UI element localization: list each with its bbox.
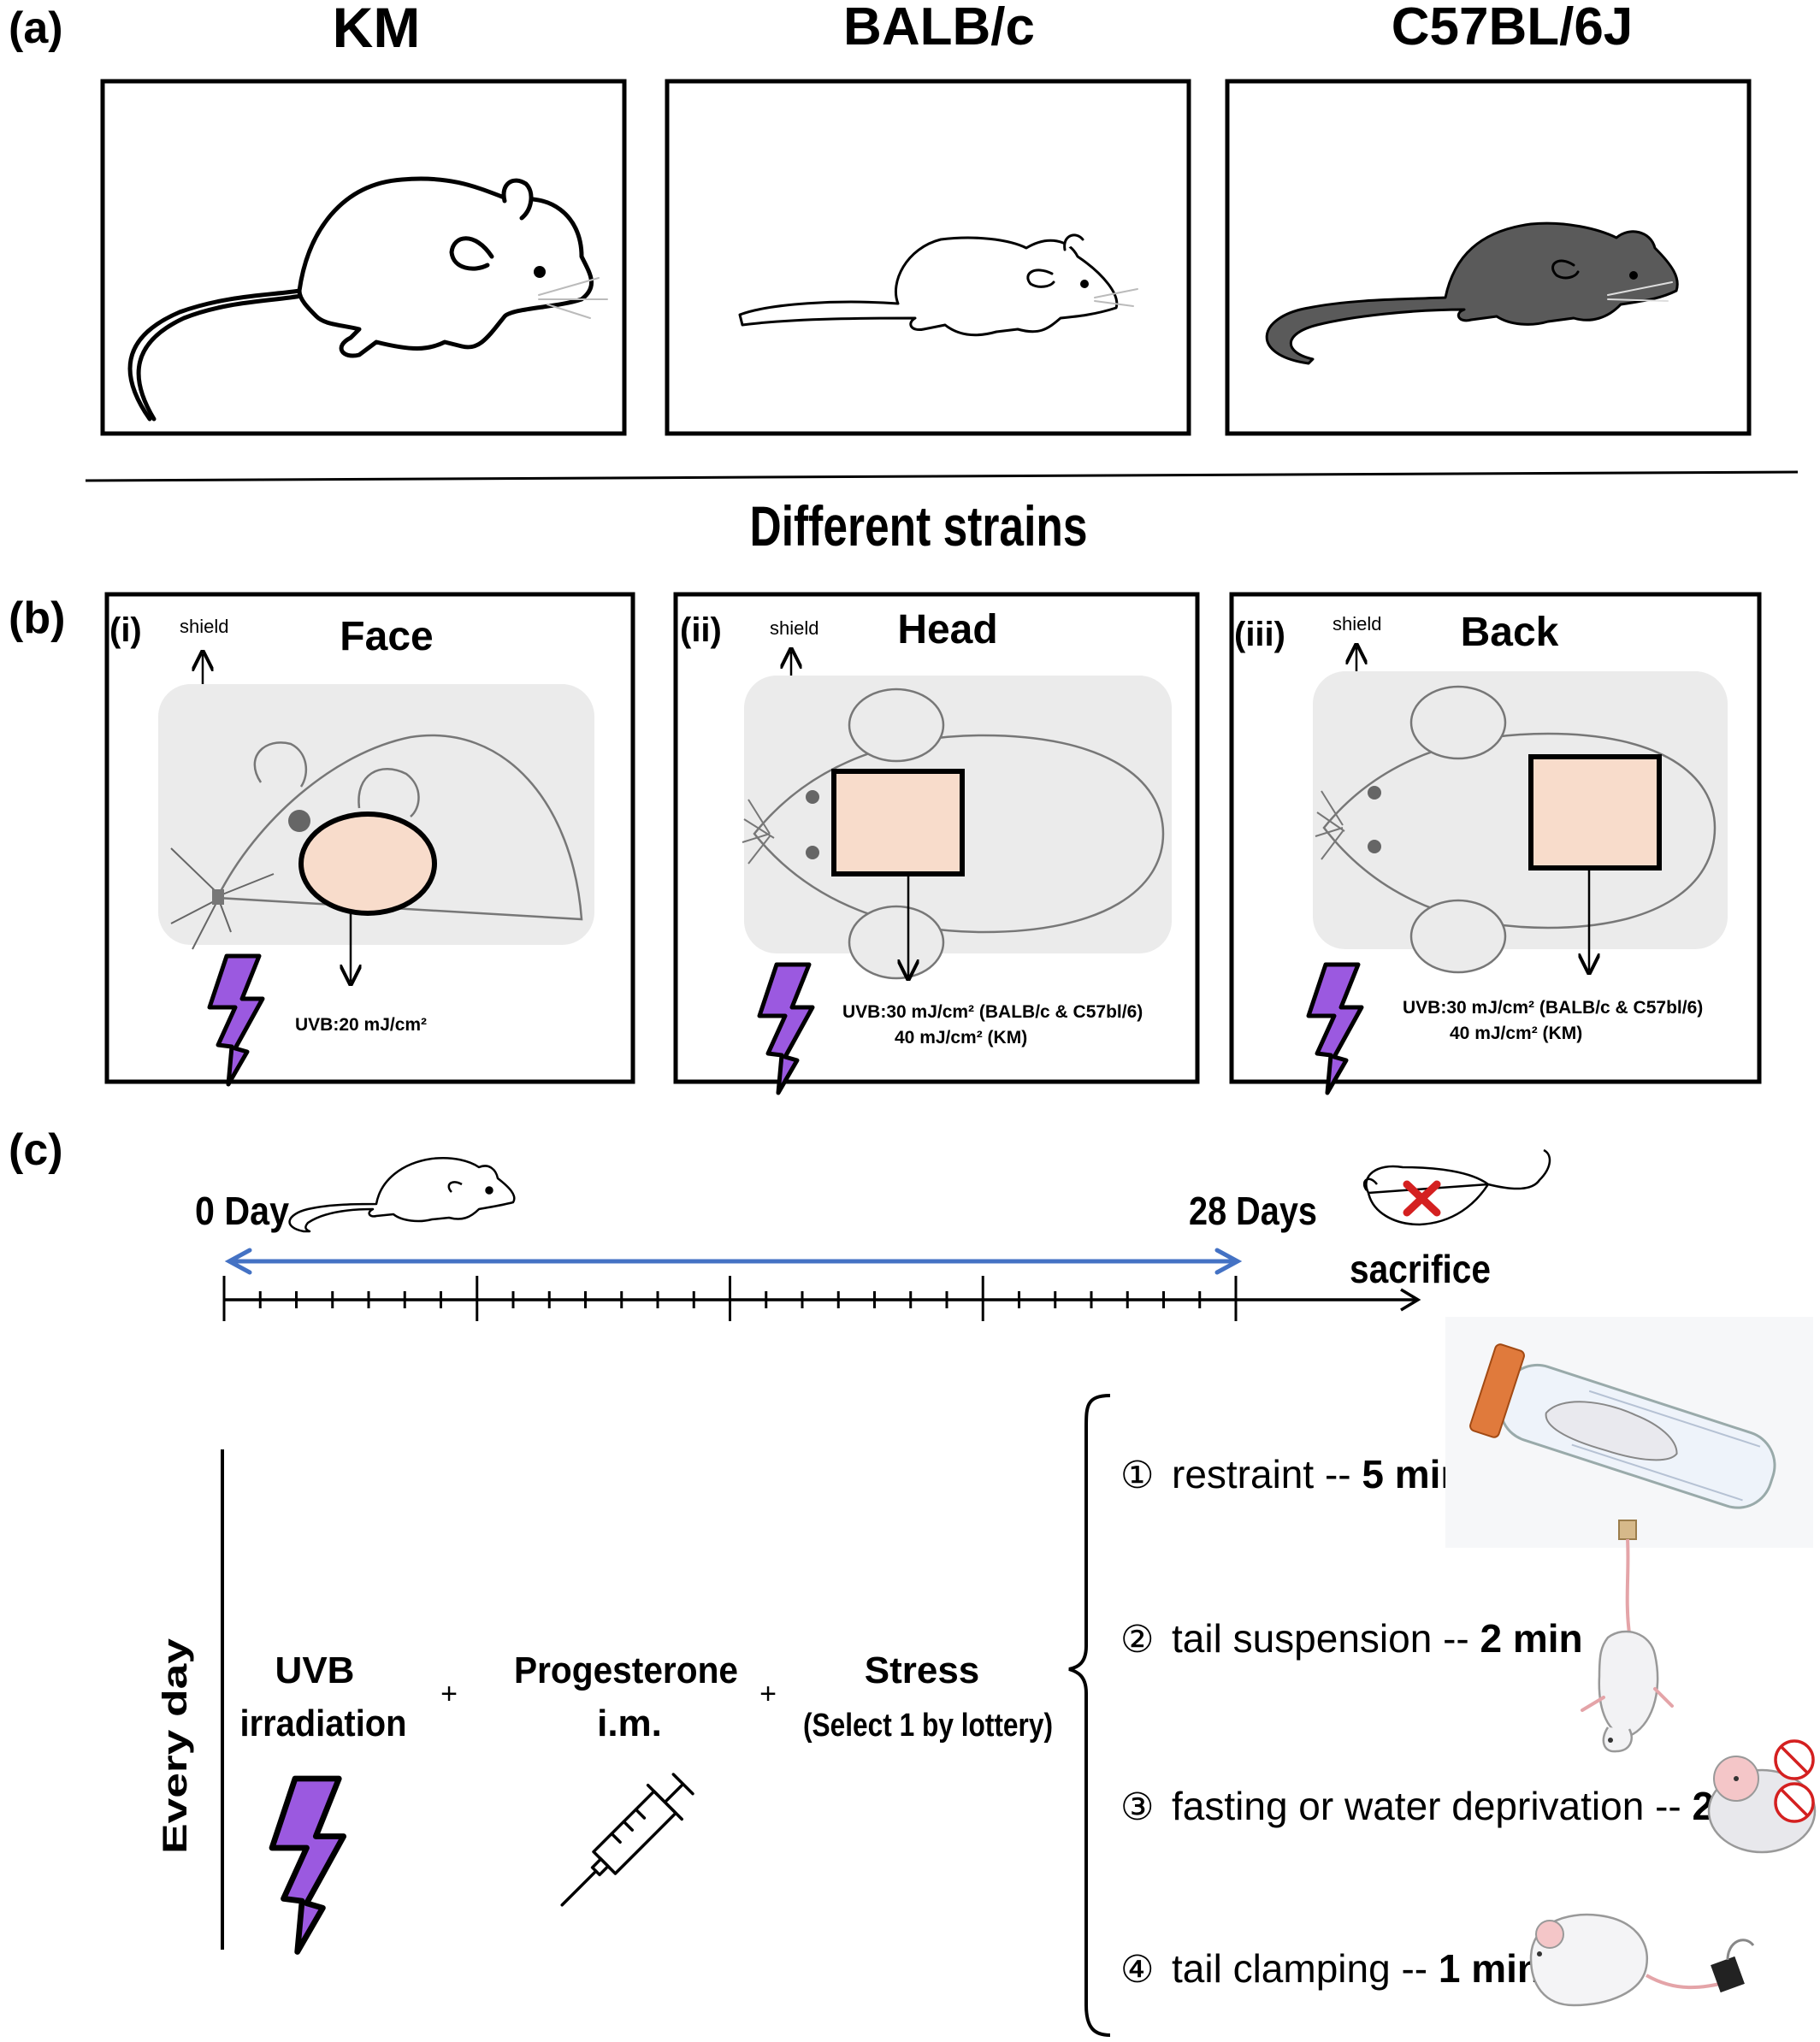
stressor-number: ① (1120, 1455, 1154, 1496)
km-mouse-illustration (127, 176, 608, 422)
timeline-ticks (222, 1276, 1238, 1321)
strain-title-km: KM (333, 0, 421, 59)
dose-back-line2: 40 mJ/cm² (KM) (1450, 1024, 1582, 1043)
stressor-duration: 2 min (1480, 1616, 1583, 1661)
stressor-text: restraint -- (1172, 1452, 1362, 1496)
strain-divider-line (85, 470, 1799, 482)
eye-mark-head-right (806, 846, 819, 859)
eye-mark-head-left (806, 790, 819, 804)
sacrifice-label: sacrifice (1350, 1247, 1491, 1291)
eye-mark-back-left (1368, 786, 1381, 800)
stressor-text: tail clamping -- (1172, 1946, 1439, 1991)
tail-clamping-illustration (1529, 1913, 1755, 2007)
stressor-tail-clamping: ④ tail clamping -- 1 min (1120, 1946, 1541, 1991)
treatment-uvb-line2: irradiation (240, 1703, 407, 1744)
treatment-stress-line2: (Select 1 by lottery) (803, 1708, 1053, 1744)
treatment-stress-line1: Stress (865, 1650, 980, 1691)
dose-back-line1: UVB:30 mJ/cm² (BALB/c & C57bl/6) (1403, 998, 1703, 1018)
strain-title-balbc: BALB/c (843, 0, 1035, 56)
stressor-restraint: ① restraint -- 5 min (1120, 1452, 1465, 1496)
stressor-duration: 1 min (1439, 1946, 1541, 1991)
strain-box-balbc (665, 79, 1191, 436)
stressor-text: tail clamping -- 1 min (1172, 1946, 1541, 1991)
nose-mark (212, 889, 224, 905)
shield-label-head: shield (770, 617, 818, 639)
treatment-period-arrow (224, 1248, 1243, 1275)
stressor-number: ③ (1120, 1786, 1154, 1828)
dose-head-line2: 40 mJ/cm² (KM) (895, 1028, 1027, 1048)
site-face-title: Face (340, 614, 433, 659)
timeline-end-label: 28 Days (1189, 1189, 1317, 1233)
site-head-roman: (ii) (680, 611, 722, 649)
stressor-number: ④ (1120, 1949, 1154, 1991)
eye-mark-face (288, 810, 310, 832)
site-head-box (673, 592, 1200, 1084)
site-back: (iii) shield Back UVB:30 mJ/cm² (BALB/c … (1229, 592, 1762, 1093)
irradiation-spot-head (831, 769, 965, 876)
site-face-roman: (i) (109, 611, 142, 649)
stressor-text: tail suspension -- (1172, 1616, 1480, 1661)
dose-head-line1: UVB:30 mJ/cm² (BALB/c & C57bl/6) (842, 1002, 1143, 1022)
stressor-list: ① restraint -- 5 min ② tail suspension -… (1120, 1452, 1771, 1991)
stressor-number: ② (1120, 1619, 1154, 1661)
site-back-roman: (iii) (1234, 616, 1285, 653)
stressor-fasting: ③ fasting or water deprivation -- 24 h (1120, 1784, 1771, 1828)
panel-c-label: (c) (9, 1125, 63, 1175)
strain-title-c57: C57BL/6J (1392, 0, 1634, 56)
site-face: (i) shield Face UVB:20 mJ/cm² (104, 592, 635, 1084)
strain-box-km (100, 79, 627, 436)
irradiation-spot-back (1528, 754, 1662, 871)
shield-label-back: shield (1332, 613, 1381, 634)
stressor-text: fasting or water deprivation -- (1172, 1784, 1693, 1828)
sacrificed-mouse (1362, 1148, 1551, 1226)
treatment-progesterone-line2: i.m. (597, 1703, 662, 1744)
shield-label-face: shield (180, 616, 228, 637)
eye-mark-back-right (1368, 840, 1381, 853)
stressor-text: restraint -- 5 min (1172, 1452, 1465, 1496)
strain-box-c57 (1225, 79, 1752, 436)
balbc-mouse-illustration (738, 233, 1138, 337)
panel-b-label: (b) (9, 593, 65, 643)
syringe-icon (560, 1773, 694, 1907)
panel-a-label: (a) (9, 3, 63, 53)
every-day-label: Every day (157, 1638, 194, 1854)
timeline-axis-arrowhead (1400, 1288, 1421, 1312)
lightning-icon-back (1309, 965, 1362, 1093)
plus-sign-1: + (440, 1678, 458, 1710)
restraint-tube-illustration (1445, 1317, 1813, 1548)
tail-suspension-illustration (1581, 1520, 1674, 1753)
timeline-start-mouse (288, 1157, 516, 1233)
sacrifice-cross-icon (1403, 1180, 1441, 1217)
timeline-axis (222, 1276, 1421, 1321)
site-head: (ii) shield Head UVB:30 mJ/cm² (BALB/c &… (673, 592, 1200, 1093)
site-back-box (1229, 592, 1762, 1084)
stressor-text: tail suspension -- 2 min (1172, 1616, 1583, 1661)
site-head-title: Head (897, 607, 997, 652)
dose-face-line1: UVB:20 mJ/cm² (295, 1015, 427, 1035)
panel-c: (c) 0 Day 28 Days sacrifice (9, 1125, 1817, 2037)
panel-a: (a) KM BALB/c C57BL/6J (9, 0, 1799, 558)
lightning-icon-uvb (272, 1779, 344, 1952)
plus-sign-2: + (759, 1678, 777, 1710)
stressor-brace (1068, 1394, 1111, 2037)
fasting-illustration (1707, 1739, 1817, 1854)
irradiation-spot-face (298, 811, 437, 916)
stressor-tail-suspension: ② tail suspension -- 2 min (1120, 1616, 1583, 1661)
treatment-uvb-line1: UVB (275, 1650, 355, 1691)
stressor-text: fasting or water deprivation -- 24 h (1172, 1784, 1771, 1828)
timeline-start-label: 0 Day (195, 1189, 289, 1233)
strain-caption: Different strains (750, 494, 1088, 558)
site-face-box (104, 592, 635, 1084)
treatment-progesterone-line1: Progesterone (514, 1650, 738, 1691)
lightning-icon-head (759, 965, 812, 1093)
c57-mouse-illustration (1265, 221, 1679, 365)
panel-b: (b) (i) shield Face UVB:20 mJ/cm² (9, 592, 1762, 1093)
binder-clip-icon (1711, 1956, 1745, 1993)
site-back-title: Back (1461, 610, 1559, 655)
lightning-icon-face (210, 956, 263, 1084)
